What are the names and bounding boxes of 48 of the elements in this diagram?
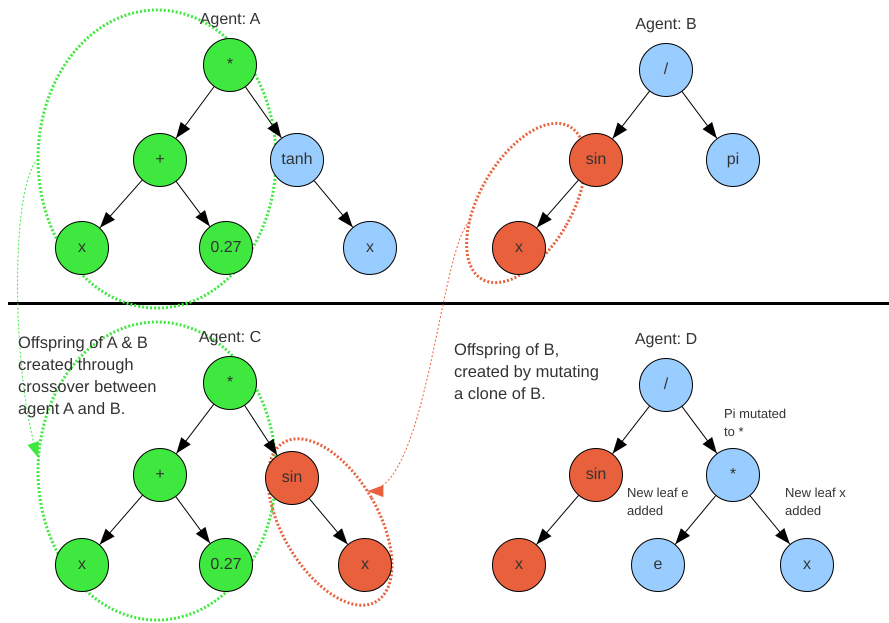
arrow (536, 180, 579, 228)
node-label: x (78, 240, 86, 256)
annotation-text: Offspring of B, created by mutating a clone of B. (454, 340, 600, 405)
node-label: sin (586, 467, 606, 483)
node-label: 0.27 (210, 557, 242, 573)
arrow (99, 180, 143, 228)
annotation-text: New leaf e added (627, 484, 689, 520)
arrow (682, 91, 718, 139)
node-label: tanh (281, 152, 313, 168)
arrow (244, 405, 278, 456)
node-label: / (664, 62, 668, 78)
arrow (674, 495, 716, 545)
arrow (99, 494, 143, 546)
node-label: * (226, 375, 234, 391)
arrow (612, 90, 650, 140)
node-label: sin (586, 152, 606, 168)
node-label: * (730, 467, 736, 483)
arrow (176, 181, 210, 227)
node-label: x (361, 557, 369, 573)
node-label: x (803, 557, 811, 573)
arrow (245, 86, 282, 138)
dotted-ellipse (35, 7, 279, 311)
arrow (17, 158, 40, 459)
agent-title: Agent: B (634, 16, 698, 34)
arrow (176, 86, 214, 139)
node-label: sin (282, 470, 302, 486)
arrow (682, 406, 718, 454)
annotation-text: New leaf x added (785, 484, 847, 520)
agent-title: Agent: D (634, 331, 698, 349)
node-label: + (155, 152, 165, 168)
agent-title: Agent: A (198, 11, 262, 29)
arrow (612, 406, 650, 454)
node-label: / (664, 377, 668, 393)
node-label: x (515, 557, 523, 573)
node-label: 0.27 (210, 240, 242, 256)
arrow (308, 498, 348, 545)
node-label: + (155, 467, 165, 483)
arrow (536, 495, 579, 545)
node-label: pi (726, 152, 740, 168)
node-label: x (78, 557, 86, 573)
node-label: e (654, 557, 662, 573)
node-label: * (226, 57, 234, 73)
arrow (750, 495, 790, 545)
arrow (176, 404, 214, 454)
annotation-text: Pi mutated to * (724, 405, 788, 441)
arrow (314, 180, 354, 228)
node-label: x (515, 240, 523, 256)
arrow (175, 496, 211, 544)
